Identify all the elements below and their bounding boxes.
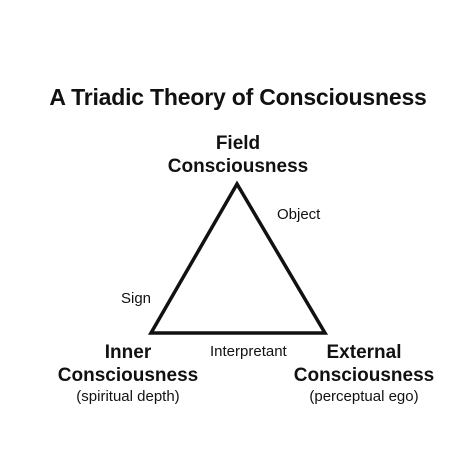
node-left-subtitle: (spiritual depth) — [76, 388, 180, 405]
edge-label-interpretant: Interpretant — [210, 343, 287, 360]
node-right-subtitle: (perceptual ego) — [309, 388, 419, 405]
edge-label-sign: Sign — [121, 290, 152, 307]
diagram-title: A Triadic Theory of Consciousness — [49, 84, 427, 110]
node-right-line-1: External — [326, 342, 402, 363]
triangle-shape — [147, 180, 329, 335]
node-external-consciousness: External Consciousness (perceptual ego) — [264, 341, 464, 407]
node-left-line-1: Inner — [104, 342, 152, 363]
node-field-consciousness: Field Consciousness — [138, 132, 338, 178]
node-inner-consciousness: Inner Consciousness (spiritual depth) — [28, 341, 228, 407]
edge-label-object: Object — [277, 206, 321, 223]
node-top-line-2: Consciousness — [167, 156, 309, 177]
node-left-line-2: Consciousness — [57, 365, 199, 386]
node-right-line-2: Consciousness — [293, 365, 435, 386]
node-top-line-1: Field — [215, 133, 261, 154]
